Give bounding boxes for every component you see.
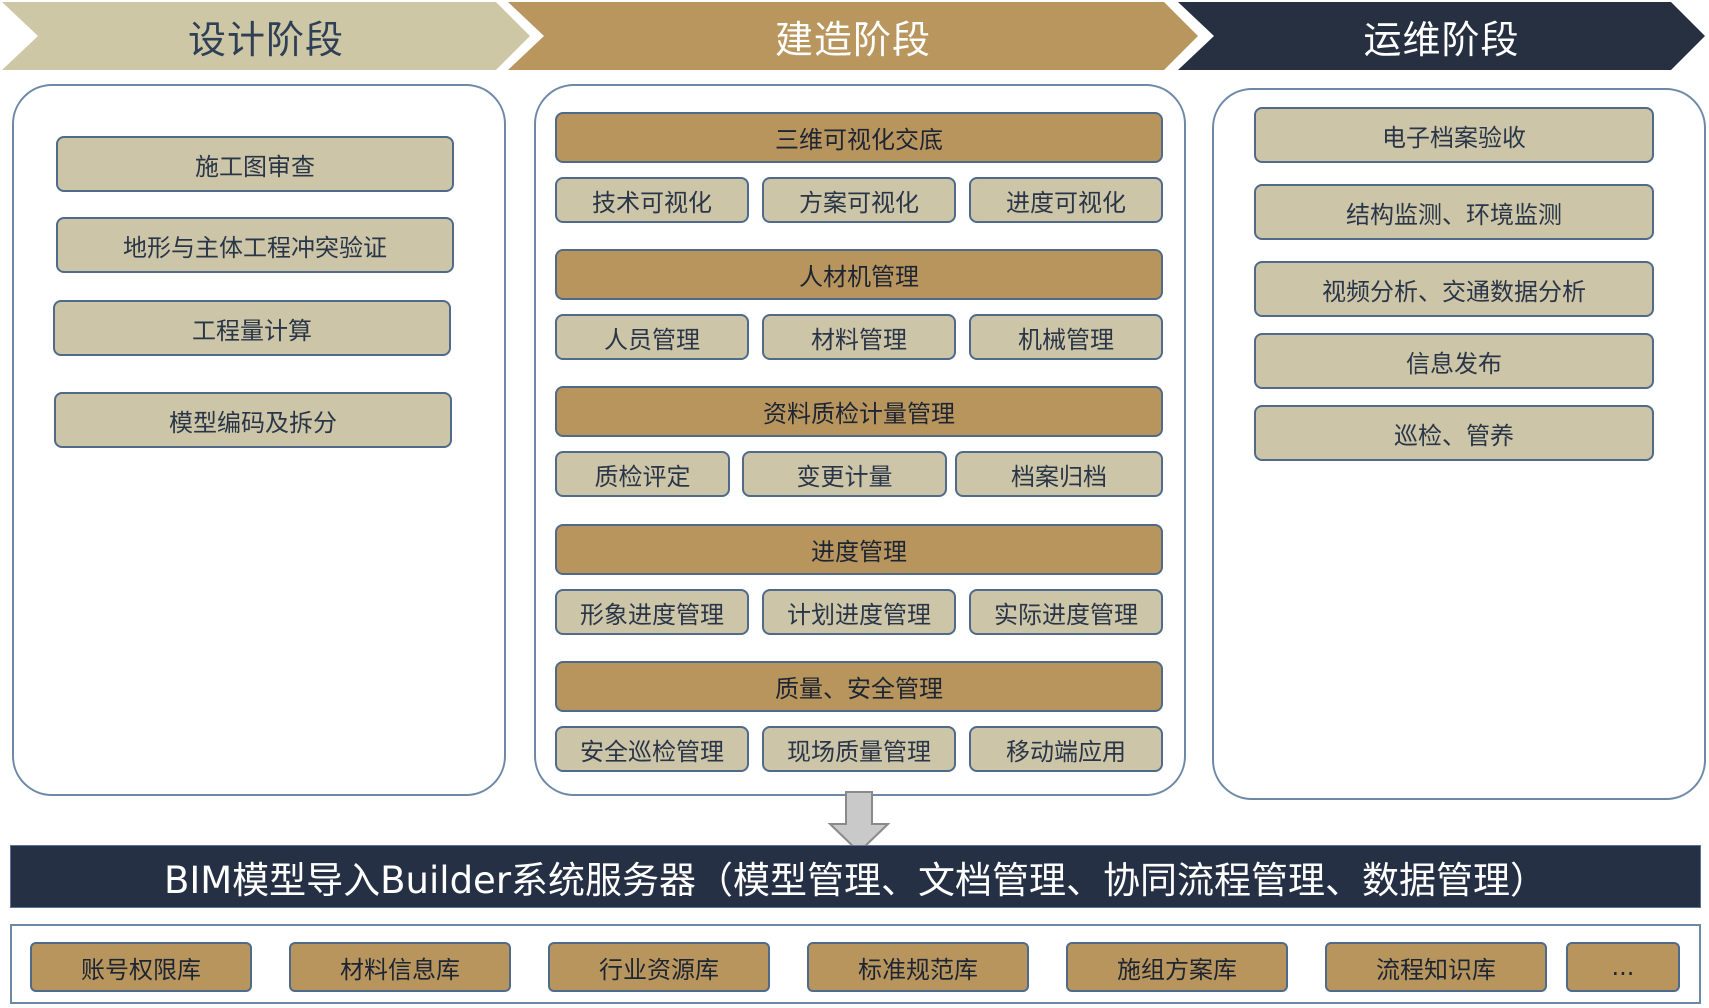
build-group-title: 质量、安全管理 [555, 661, 1163, 712]
library-item-label: 账号权限库 [81, 955, 201, 984]
design-item: 地形与主体工程冲突验证 [56, 217, 454, 273]
build-sub-item-label: 形象进度管理 [580, 600, 724, 629]
build-group-title-label: 人材机管理 [799, 263, 919, 291]
design-item-label: 工程量计算 [192, 316, 312, 345]
om-item: 结构监测、环境监测 [1254, 184, 1654, 240]
phase-om-label: 运维阶段 [1363, 17, 1520, 62]
build-sub-item-label: 方案可视化 [799, 188, 919, 217]
om-item-label: 信息发布 [1406, 349, 1502, 378]
build-sub-item-label: 实际进度管理 [994, 600, 1138, 629]
om-item-label: 结构监测、环境监测 [1346, 200, 1562, 229]
build-sub-item-label: 技术可视化 [592, 188, 712, 217]
build-sub-item-label: 人员管理 [604, 325, 700, 354]
library-item-label: ... [1611, 953, 1635, 981]
server-banner-label: BIM模型导入Builder系统服务器（模型管理、文档管理、协同流程管理、数据管… [163, 858, 1548, 902]
library-item-label: 施组方案库 [1117, 955, 1237, 984]
om-item: 视频分析、交通数据分析 [1254, 261, 1654, 317]
down-arrow-icon [827, 791, 891, 854]
library-item: 行业资源库 [548, 942, 770, 992]
build-group-title: 三维可视化交底 [555, 112, 1163, 163]
build-sub-item: 档案归档 [955, 451, 1163, 497]
library-item-label: 材料信息库 [340, 955, 460, 984]
design-item-label: 施工图审查 [195, 152, 315, 181]
build-sub-item: 移动端应用 [969, 726, 1163, 772]
build-sub-item: 变更计量 [742, 451, 947, 497]
build-sub-item-label: 现场质量管理 [787, 737, 931, 766]
server-banner: BIM模型导入Builder系统服务器（模型管理、文档管理、协同流程管理、数据管… [10, 845, 1701, 908]
phase-build: 建造阶段 [508, 2, 1198, 70]
build-sub-item: 材料管理 [762, 314, 956, 360]
build-sub-item: 进度可视化 [969, 177, 1163, 223]
build-sub-item: 计划进度管理 [762, 589, 956, 635]
phase-build-label: 建造阶段 [774, 17, 931, 62]
build-sub-item: 人员管理 [555, 314, 749, 360]
build-group-title: 资料质检计量管理 [555, 386, 1163, 437]
design-item-label: 地形与主体工程冲突验证 [123, 233, 387, 262]
om-item: 信息发布 [1254, 333, 1654, 389]
build-sub-item: 实际进度管理 [969, 589, 1163, 635]
build-group-title: 进度管理 [555, 524, 1163, 575]
om-item: 巡检、管养 [1254, 405, 1654, 461]
library-item-label: 行业资源库 [599, 955, 719, 984]
phase-design: 设计阶段 [2, 2, 530, 70]
design-item-label: 模型编码及拆分 [169, 408, 337, 437]
build-group-title-label: 质量、安全管理 [775, 675, 943, 703]
build-sub-item-label: 计划进度管理 [787, 600, 931, 629]
phase-design-label: 设计阶段 [187, 17, 344, 62]
build-sub-item-label: 材料管理 [811, 325, 907, 354]
build-sub-item: 机械管理 [969, 314, 1163, 360]
build-sub-item-label: 机械管理 [1018, 325, 1114, 354]
build-group-title-label: 三维可视化交底 [775, 126, 943, 154]
design-item: 施工图审查 [56, 136, 454, 192]
phase-om: 运维阶段 [1178, 2, 1705, 70]
library-item: 账号权限库 [30, 942, 252, 992]
build-sub-item: 技术可视化 [555, 177, 749, 223]
library-item-label: 标准规范库 [858, 955, 978, 984]
design-item: 工程量计算 [53, 300, 451, 356]
om-item-label: 巡检、管养 [1394, 421, 1514, 450]
build-group-title: 人材机管理 [555, 249, 1163, 300]
build-sub-item: 现场质量管理 [762, 726, 956, 772]
build-sub-item-label: 进度可视化 [1006, 188, 1126, 217]
om-item-label: 电子档案验收 [1382, 123, 1526, 152]
library-item: 材料信息库 [289, 942, 511, 992]
om-item-label: 视频分析、交通数据分析 [1322, 277, 1586, 306]
build-sub-item: 方案可视化 [762, 177, 956, 223]
build-group-title-label: 资料质检计量管理 [763, 400, 955, 428]
build-sub-item-label: 变更计量 [796, 462, 893, 491]
build-sub-item-label: 档案归档 [1011, 462, 1107, 491]
library-item-more: ... [1566, 942, 1680, 992]
build-sub-item: 安全巡检管理 [555, 726, 749, 772]
build-sub-item: 质检评定 [555, 451, 730, 497]
build-sub-item-label: 质检评定 [594, 462, 691, 491]
library-item: 流程知识库 [1325, 942, 1547, 992]
design-item: 模型编码及拆分 [54, 392, 452, 448]
om-item: 电子档案验收 [1254, 107, 1654, 163]
build-group-title-label: 进度管理 [811, 538, 907, 566]
build-sub-item-label: 移动端应用 [1006, 737, 1126, 766]
library-item: 标准规范库 [807, 942, 1029, 992]
build-sub-item: 形象进度管理 [555, 589, 749, 635]
library-item: 施组方案库 [1066, 942, 1288, 992]
build-sub-item-label: 安全巡检管理 [580, 737, 724, 766]
library-item-label: 流程知识库 [1376, 955, 1496, 984]
library-row: 账号权限库 材料信息库 行业资源库 标准规范库 施组方案库 流程知识库 ... [10, 924, 1701, 1004]
